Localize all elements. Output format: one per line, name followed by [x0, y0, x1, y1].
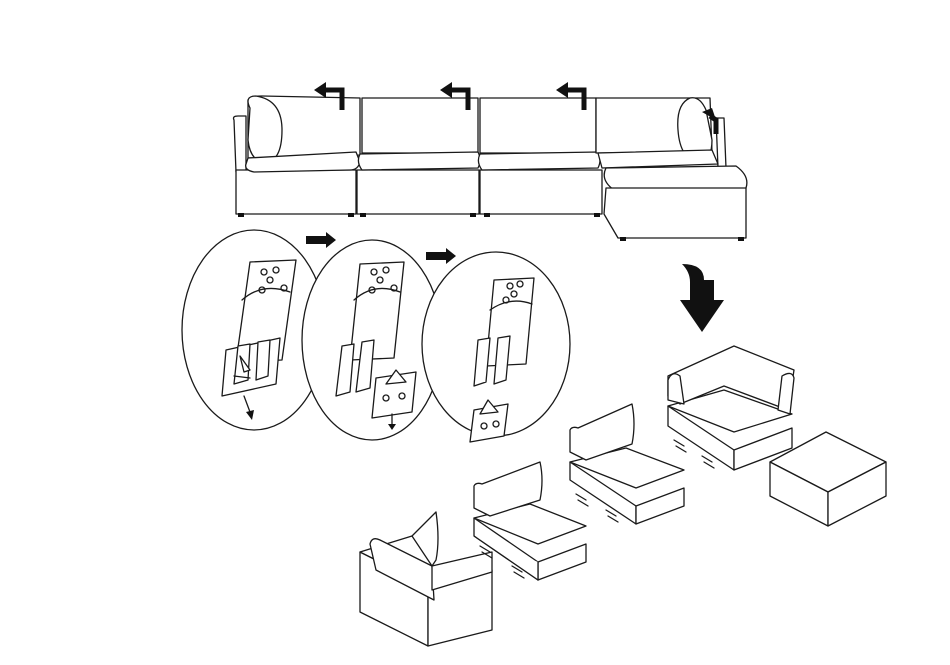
- connector-step-2: [302, 240, 442, 440]
- sofa-armless-1: [357, 98, 480, 217]
- sofa-right-corner: [596, 98, 726, 168]
- module-corner-front: [360, 512, 492, 646]
- assembly-down-arrow: [680, 264, 724, 332]
- assembled-sofa: [234, 82, 747, 241]
- step-arrow: [306, 232, 336, 248]
- connector-step-3: [422, 252, 570, 442]
- sofa-left-corner: [234, 96, 361, 217]
- sofa-armless-2: [478, 98, 602, 217]
- step-arrow: [426, 248, 456, 264]
- module-corner-back: [668, 346, 794, 470]
- sofa-ottoman: [604, 166, 747, 241]
- module-armless-2: [570, 404, 684, 524]
